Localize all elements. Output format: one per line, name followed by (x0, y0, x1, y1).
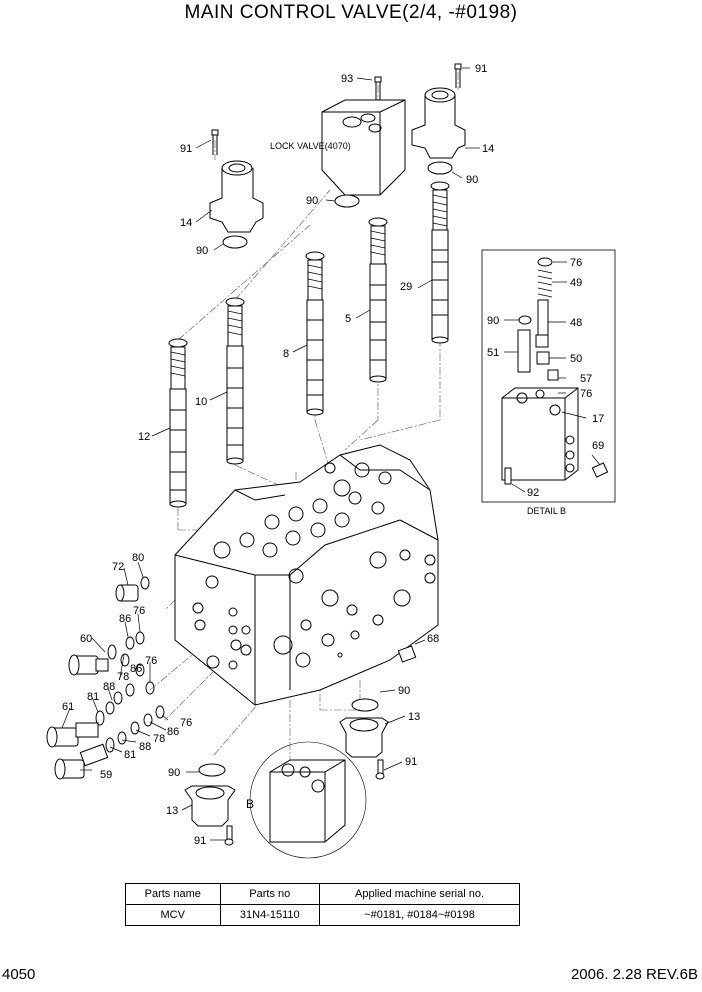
header-parts-no: Parts no (219, 883, 321, 905)
callout-12: 12 (138, 431, 150, 443)
page-number: 4050 (2, 966, 36, 983)
spool-12 (168, 338, 188, 508)
callout-5: 5 (345, 313, 351, 325)
callout-59: 59 (100, 769, 112, 781)
spool-10 (225, 297, 245, 465)
callout-81: 81 (124, 749, 136, 761)
detail-b-circle (249, 741, 367, 859)
leader-lines (61, 67, 601, 841)
callout-90: 90 (306, 195, 318, 207)
callout-48: 48 (570, 317, 582, 329)
cover-13-right (339, 717, 389, 780)
callout-14: 14 (482, 143, 494, 155)
callout-50: 50 (570, 353, 582, 365)
callout-78: 78 (117, 671, 129, 683)
callout-91: 91 (194, 835, 206, 847)
plug-72 (115, 576, 150, 602)
lock-valve-block (321, 99, 406, 196)
callout-92: 92 (527, 487, 539, 499)
callout-76: 76 (133, 605, 145, 617)
callout-29: 29 (400, 281, 412, 293)
cover-13-left (184, 785, 236, 846)
callout-76: 76 (180, 717, 192, 729)
callout-78: 78 (153, 733, 165, 745)
callout-93: 93 (341, 73, 353, 85)
callout-8: 8 (283, 348, 289, 360)
callout-90: 90 (398, 685, 410, 697)
callout-90: 90 (466, 174, 478, 186)
bolt-93 (374, 76, 382, 100)
parts-table: Parts name Parts no Applied machine seri… (125, 883, 520, 926)
callout-labels: 93 91 LOCK VALVE(4070) 91 14 90 90 14 90… (62, 63, 604, 847)
callout-76: 76 (570, 257, 582, 269)
callout-10: 10 (195, 396, 207, 408)
callout-69: 69 (592, 440, 604, 452)
detail-b-frame (481, 249, 616, 503)
cell-serial-no: ~#0181, #0184~#0198 (319, 904, 520, 926)
callout-49: 49 (570, 277, 582, 289)
lock-valve-label: LOCK VALVE(4070) (270, 141, 351, 151)
callout-90: 90 (196, 245, 208, 257)
revision-date: 2006. 2.28 REV.6B (570, 966, 698, 983)
callout-88: 88 (139, 741, 151, 753)
cover-14-left (209, 129, 264, 233)
callout-17: 17 (592, 413, 604, 425)
callout-13: 13 (166, 805, 178, 817)
callout-14: 14 (180, 217, 192, 229)
callout-88: 88 (103, 681, 115, 693)
valve-body (174, 444, 439, 706)
callout-80: 80 (132, 552, 144, 564)
callout-91: 91 (475, 63, 487, 75)
cell-parts-no: 31N4-15110 (219, 904, 321, 926)
callout-57: 57 (580, 373, 592, 385)
callout-72: 72 (112, 561, 124, 573)
callout-91: 91 (180, 143, 192, 155)
cover-14-right (411, 63, 466, 159)
cell-parts-name: MCV (125, 904, 221, 926)
detail-b-caption: DETAIL B (527, 506, 566, 516)
plug-59 (54, 705, 165, 780)
callout-86: 86 (167, 726, 179, 738)
detail-b-block (269, 759, 346, 843)
callout-90: 90 (487, 315, 499, 327)
callout-91: 91 (405, 756, 417, 768)
callout-76: 76 (580, 388, 592, 400)
page-title: MAIN CONTROL VALVE(2/4, -#0198) (184, 2, 518, 23)
callout-51: 51 (487, 347, 499, 359)
plug-61 (46, 710, 105, 748)
callout-61: 61 (62, 701, 74, 713)
callout-68: 68 (427, 633, 439, 645)
header-serial-no: Applied machine serial no. (319, 883, 520, 905)
spool-8 (305, 251, 325, 416)
callout-86: 86 (130, 663, 142, 675)
table-row: MCV 31N4-15110 ~#0181, #0184~#0198 (125, 904, 520, 926)
detail-b-parts (501, 257, 609, 485)
detail-b-ref: B (246, 797, 254, 811)
callout-81: 81 (87, 691, 99, 703)
callout-13: 13 (408, 711, 420, 723)
callout-90: 90 (168, 767, 180, 779)
callout-86: 86 (119, 613, 131, 625)
callout-60: 60 (80, 633, 92, 645)
header-parts-name: Parts name (125, 883, 221, 905)
spool-29 (430, 181, 450, 344)
parts-table-header: Parts name Parts no Applied machine seri… (125, 883, 520, 905)
plug-68 (397, 645, 417, 663)
spool-5 (368, 217, 388, 383)
callout-76: 76 (145, 655, 157, 667)
